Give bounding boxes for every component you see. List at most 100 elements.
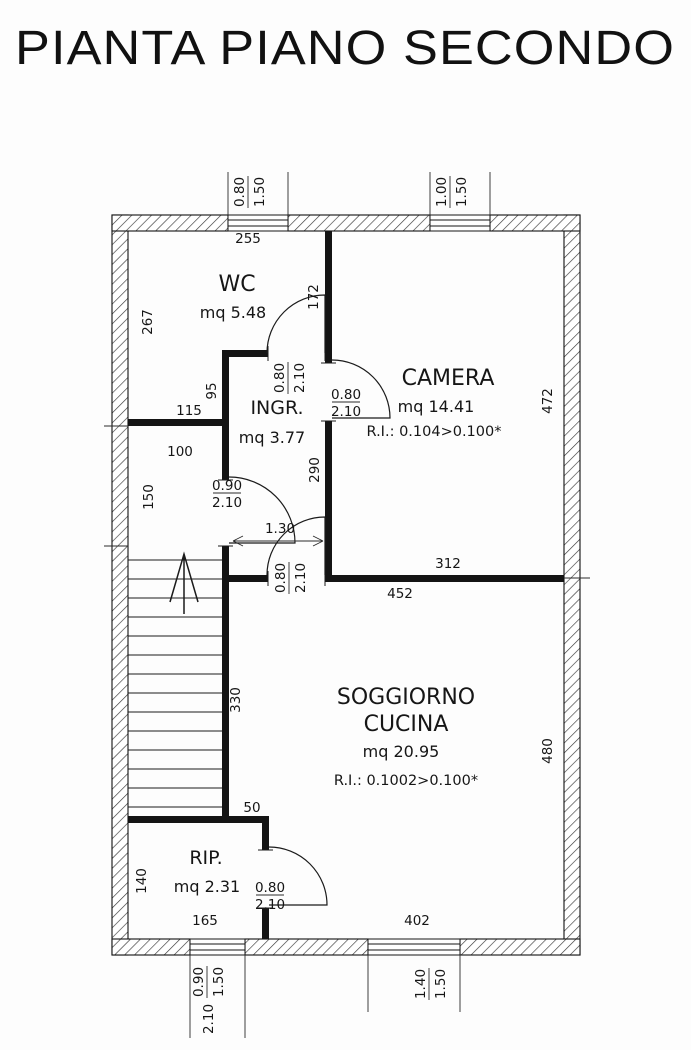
window-bottom-right — [367, 938, 461, 956]
dim-door-soggiorno-width: 0.80 — [273, 563, 289, 593]
wall-exterior-top-3 — [489, 214, 581, 232]
door-camera-swing — [331, 359, 391, 419]
dimension-witness-lines — [189, 172, 491, 1038]
dim-door-camera-width: 0.80 — [331, 387, 361, 403]
dimension-lines — [104, 172, 590, 1038]
dim-window-top-right-width: 1.00 — [434, 177, 450, 207]
dim-wc-width-top: 255 — [235, 231, 261, 247]
wall-exterior-bottom-2 — [244, 938, 369, 956]
room-soggiorno-area: mq 20.95 — [363, 742, 440, 761]
door-wc-swing — [266, 294, 326, 354]
dim-window-bottom-right-width: 1.40 — [413, 969, 429, 999]
window-top-right — [429, 214, 491, 232]
door-stairs-swing — [228, 476, 296, 544]
dim-soggiorno-height-right: 480 — [540, 738, 556, 764]
dim-passage-width: 1.30 — [265, 521, 295, 537]
door-soggiorno-swing — [266, 516, 326, 576]
dim-window-bottom-right-height: 1.50 — [433, 969, 449, 999]
door-jamb-ticks — [218, 346, 336, 909]
room-soggiorno-ri: R.I.: 0.1002>0.100* — [334, 773, 478, 789]
window-frame — [227, 214, 289, 232]
room-wc-name: WC — [218, 272, 255, 297]
dim-door-wc-height: 2.10 — [292, 363, 308, 393]
dim-door-rip-width: 0.80 — [255, 880, 285, 896]
dim-door-rip-height: 2.10 — [255, 897, 285, 913]
window-top-left — [227, 214, 289, 232]
window-glazing — [190, 943, 245, 951]
wall-wc-east — [325, 231, 332, 363]
wall-camera-west — [325, 421, 332, 582]
wall-wc-south-upper — [229, 350, 268, 357]
wall-soggiorno-north-left — [229, 575, 268, 582]
wall-exterior-bottom-3 — [459, 938, 581, 956]
wall-camera-south — [326, 575, 564, 582]
wall-stairs-east — [222, 546, 229, 823]
window-glazing — [430, 219, 490, 227]
dim-window-bottom-left-width: 0.90 — [191, 967, 207, 997]
dim-camera-wall-west: 290 — [307, 457, 323, 483]
dim-wc-width-bottom: 115 — [176, 403, 202, 419]
room-wc-area: mq 5.48 — [200, 303, 266, 322]
dim-window-bottom-left-extra: 2.10 — [201, 1004, 217, 1034]
room-rip-area: mq 2.31 — [174, 877, 240, 896]
dim-door-stairs-height: 2.10 — [212, 495, 242, 511]
window-frame — [189, 938, 246, 956]
wall-wc-south — [128, 419, 229, 426]
wall-reference-ticks — [104, 425, 590, 579]
stairs — [128, 551, 222, 808]
wall-exterior-left — [111, 214, 129, 956]
dim-window-top-right-height: 1.50 — [454, 177, 470, 207]
dim-wc-wall-right: 172 — [306, 284, 322, 310]
windows — [189, 214, 491, 956]
window-glazing — [228, 219, 288, 227]
stair-treads — [128, 559, 222, 808]
room-camera-name: CAMERA — [402, 366, 495, 391]
page-title: PIANTA PIANO SECONDO — [15, 22, 675, 75]
dim-rip-offset: 50 — [243, 800, 260, 816]
dim-door-wc-width: 0.80 — [272, 363, 288, 393]
room-ingresso-area: mq 3.77 — [239, 428, 305, 447]
dim-door-soggiorno-height: 2.10 — [293, 563, 309, 593]
dim-soggiorno-height-west: 330 — [228, 687, 244, 713]
dim-window-top-left-height: 1.50 — [252, 177, 268, 207]
dimension-fraction-lines — [206, 176, 451, 1000]
dim-rip-height-left: 140 — [134, 868, 150, 894]
room-labels: WC mq 5.48 INGR. mq 3.77 CAMERA mq 14.41… — [174, 272, 502, 896]
dim-landing-width: 100 — [167, 444, 193, 460]
dim-door-stairs-width: 0.90 — [212, 478, 242, 494]
room-ingresso-name: INGR. — [250, 397, 303, 419]
room-soggiorno-name-1: SOGGIORNO — [337, 685, 475, 710]
dim-camera-height-right: 472 — [540, 388, 556, 414]
room-rip-name: RIP. — [189, 847, 222, 869]
room-soggiorno-name-2: CUCINA — [364, 712, 449, 737]
dimension-arrow-line-1-30 — [232, 535, 324, 547]
dim-door-camera-height: 2.10 — [331, 404, 361, 420]
window-bottom-left — [189, 938, 246, 956]
dim-wc-height-left: 267 — [140, 309, 156, 335]
dim-window-bottom-left-height: 1.50 — [211, 967, 227, 997]
wall-exterior-top-1 — [111, 214, 229, 232]
wall-exterior-top-2 — [287, 214, 431, 232]
dim-camera-width-bottom: 312 — [435, 556, 461, 572]
dimension-labels: 255 267 172 95 115 100 150 290 472 312 1… — [134, 231, 556, 929]
wall-rip-east-upper — [262, 823, 269, 850]
doors — [218, 294, 391, 909]
window-labels: 0.80 1.50 1.00 1.50 0.90 1.50 2.10 1.40 … — [191, 177, 470, 1034]
wall-rip-east-lower — [262, 908, 269, 939]
window-glazing — [368, 943, 460, 951]
room-camera-area: mq 14.41 — [398, 397, 475, 416]
dim-rip-width-bottom: 165 — [192, 913, 218, 929]
interior-walls — [128, 231, 564, 939]
dim-soggiorno-width-top: 452 — [387, 586, 413, 602]
dim-soggiorno-width-bottom: 402 — [404, 913, 430, 929]
window-frame — [429, 214, 491, 232]
dim-wc-step-height: 95 — [204, 382, 220, 399]
door-labels: 0.80 2.10 0.80 2.10 0.90 2.10 0.80 2.10 … — [212, 363, 361, 913]
dim-landing-height: 150 — [141, 484, 157, 510]
door-rip-swing — [268, 846, 328, 906]
wall-exterior-right — [563, 214, 581, 956]
wall-wc-step — [222, 350, 229, 426]
